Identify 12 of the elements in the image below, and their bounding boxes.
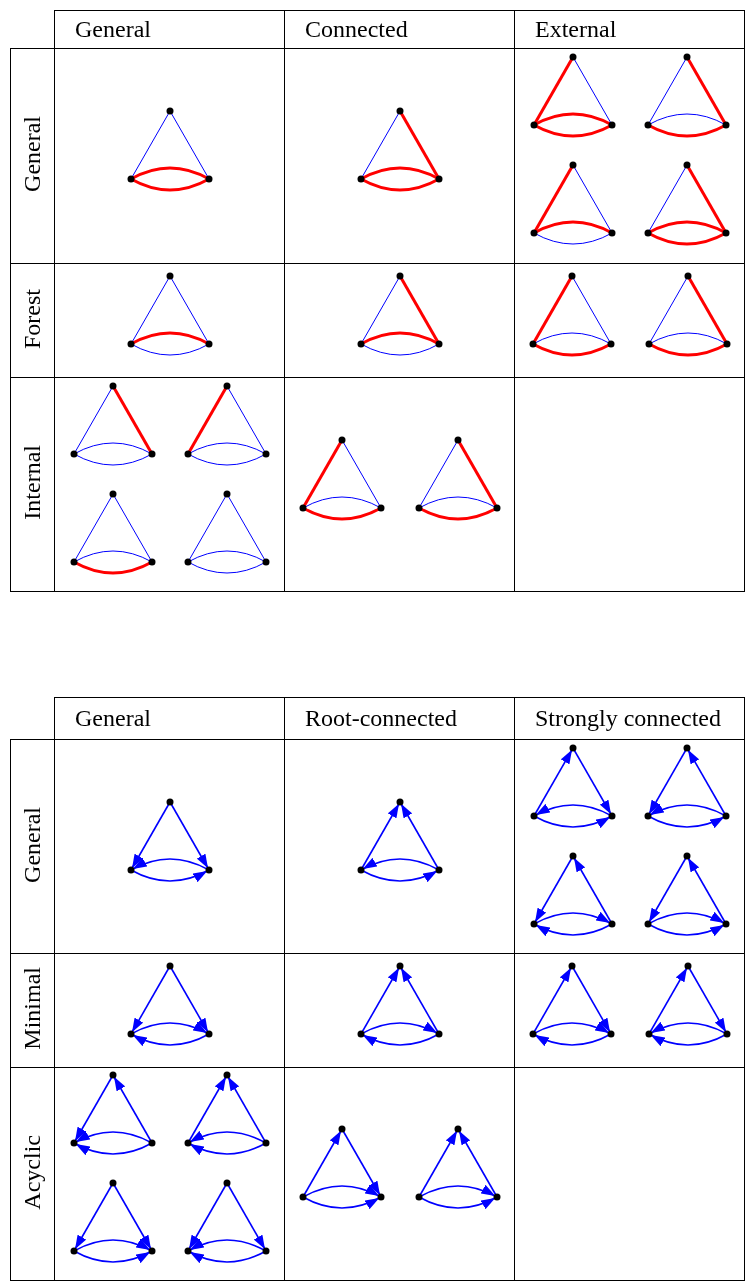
- row-header: Forest: [19, 288, 46, 349]
- row-header: Minimal: [19, 967, 46, 1050]
- row-header: General: [19, 116, 46, 192]
- row-header: General: [19, 806, 46, 883]
- row-header: Acyclic: [19, 1134, 46, 1210]
- row-header: Internal: [19, 445, 46, 520]
- column-header: Strongly connected: [534, 704, 721, 733]
- column-header: Root-connected: [304, 704, 457, 733]
- column-header: General: [74, 15, 151, 44]
- column-header: General: [74, 704, 151, 733]
- column-header: Connected: [304, 15, 408, 44]
- column-header: External: [534, 15, 617, 44]
